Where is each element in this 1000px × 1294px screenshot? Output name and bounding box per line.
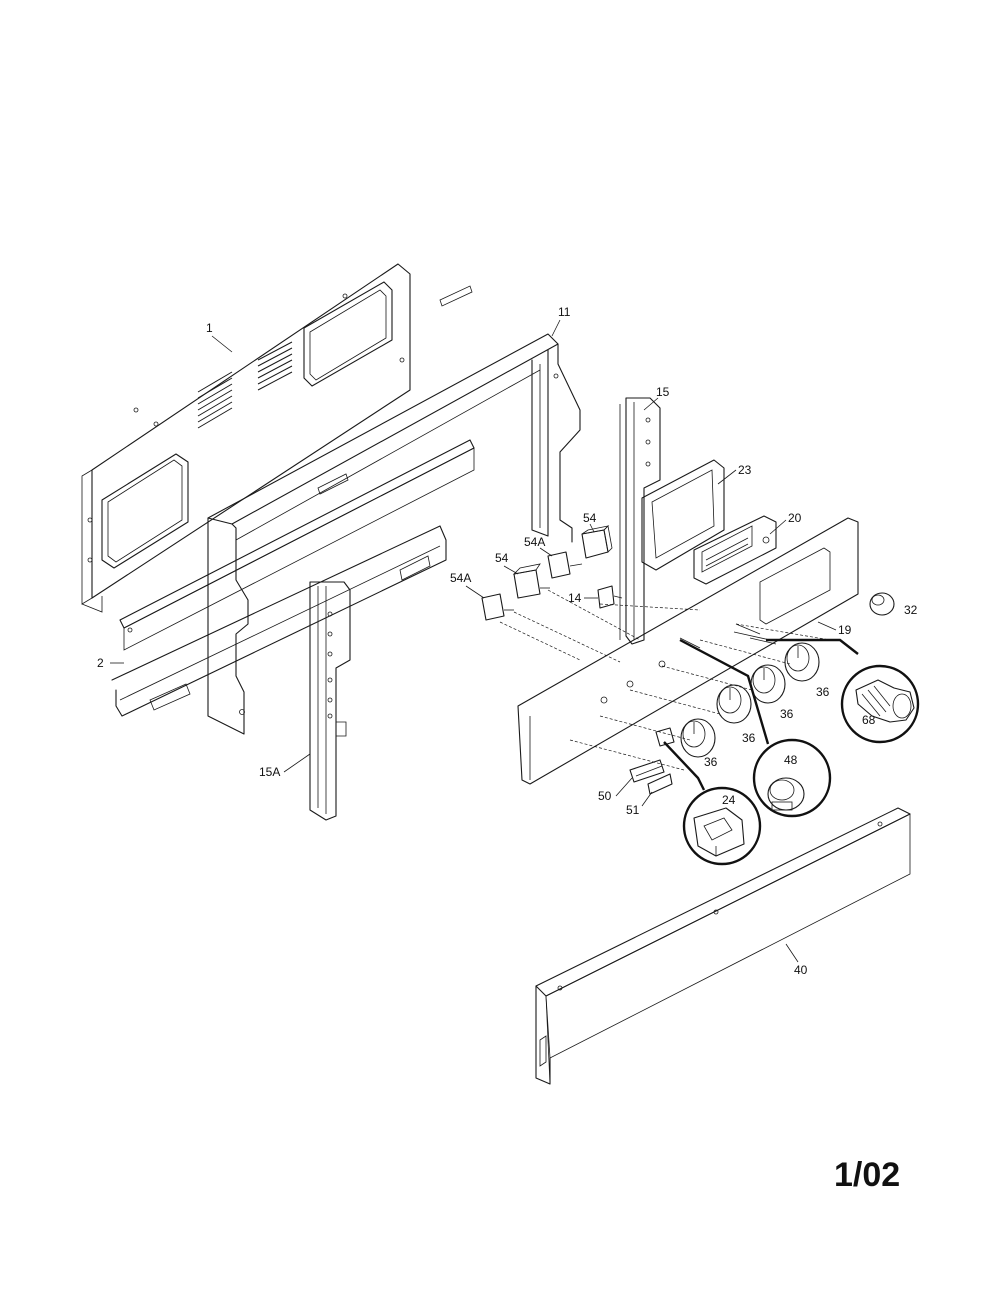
part-1-rear-panel [81, 263, 411, 613]
label-part-1: 1 [206, 321, 213, 335]
assembly-guide-lines [499, 589, 831, 771]
part-36-knob-a [680, 718, 716, 758]
label-part-54-lower: 54 [495, 551, 509, 565]
part-19-control-panel [517, 517, 859, 785]
label-part-14: 14 [568, 591, 582, 605]
label-part-15: 15 [656, 385, 670, 399]
part-24-rocker-switch [693, 807, 745, 857]
part-23-display-frame [641, 459, 725, 571]
label-part-20: 20 [788, 511, 802, 525]
part-40-trim [535, 807, 911, 1085]
part-32-cap [869, 592, 895, 616]
part-48-button [767, 777, 805, 811]
part-36-knob-c [750, 664, 786, 704]
label-part-40: 40 [794, 963, 808, 977]
label-part-36-d: 36 [816, 685, 830, 699]
part-14-clip [597, 585, 623, 609]
label-part-11: 11 [558, 305, 571, 319]
label-part-50: 50 [598, 789, 612, 803]
label-part-51: 51 [626, 803, 640, 817]
part-15a-channel [309, 581, 351, 821]
part-1-vent-grille-right [257, 341, 293, 391]
part-68-screw [855, 679, 915, 723]
part-24-rocker-small [655, 727, 675, 747]
part-50-bracket [629, 759, 665, 783]
label-part-54-upper: 54 [583, 511, 597, 525]
label-part-68: 68 [862, 713, 876, 727]
part-20-control-board [693, 515, 777, 585]
knob-shafts [679, 623, 777, 667]
label-part-54a-upper: 54A [524, 535, 545, 549]
label-part-36-b: 36 [742, 731, 756, 745]
part-2-rail [111, 439, 475, 717]
part-54-switch-lower [512, 563, 550, 599]
label-part-24: 24 [722, 793, 736, 807]
callout-part-24 [682, 786, 762, 866]
part-11-frame [207, 285, 581, 735]
label-part-48: 48 [784, 753, 798, 767]
part-51-plate [647, 773, 673, 795]
part-54a-switch-lower [481, 593, 514, 621]
part-36-knob-d [784, 642, 820, 682]
label-part-32: 32 [904, 603, 918, 617]
revision-mark: 1/02 [834, 1156, 900, 1194]
label-part-2: 2 [97, 656, 104, 670]
label-part-19: 19 [838, 623, 852, 637]
label-part-36-a: 36 [704, 755, 718, 769]
callout-part-48 [752, 738, 832, 818]
part-54a-switch-upper [547, 551, 583, 579]
label-part-36-c: 36 [780, 707, 794, 721]
label-part-23: 23 [738, 463, 752, 477]
label-part-54a-lower: 54A [450, 571, 471, 585]
part-15-channel [619, 397, 661, 645]
callout-part-68 [840, 664, 920, 744]
part-36-knob-b [716, 684, 752, 724]
part-54-switch-upper [581, 525, 613, 559]
part-1-vent-grille-left [197, 371, 233, 429]
label-part-15a: 15A [259, 765, 280, 779]
